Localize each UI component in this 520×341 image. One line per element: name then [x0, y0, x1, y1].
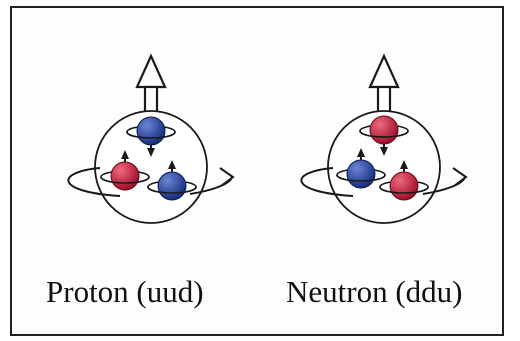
proton-label: Proton (uud) [46, 274, 204, 310]
proton-group [68, 56, 233, 223]
neutron-group [301, 56, 466, 223]
neutron-spin-arrow [370, 56, 398, 113]
neutron-label: Neutron (ddu) [286, 274, 462, 310]
proton-spin-arrow [137, 56, 165, 113]
